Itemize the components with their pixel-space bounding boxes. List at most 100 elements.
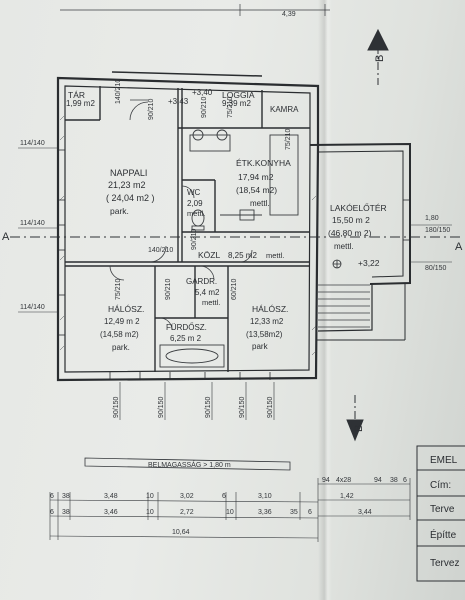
room-name-gardrob: GARDR. <box>186 277 217 286</box>
dim-right-group: 94 <box>322 477 330 484</box>
room-name-wc: WC <box>187 188 201 197</box>
title-block <box>416 445 465 582</box>
room-name-lakoeloter: LAKÓELŐTÉR <box>330 203 387 213</box>
room-area-lakoeloter: 15,50 m 2 <box>332 215 370 225</box>
left-window-marks <box>18 147 58 313</box>
room-floor-halosz-right: park <box>252 342 269 351</box>
top-dimension <box>60 4 330 16</box>
window-mark-left-2: 114/140 <box>20 220 45 227</box>
room-height-banner <box>84 457 291 471</box>
dim-right-group: 94 <box>374 477 382 484</box>
dim-row1: 3,48 <box>104 493 118 500</box>
room-area-halosz-right: 12,33 m2 <box>250 317 284 326</box>
dim-total: 10,64 <box>172 529 190 536</box>
door-mark: 140/210 <box>148 247 173 254</box>
section-label-b-top: B <box>374 55 386 62</box>
door-mark: 90/210 <box>165 278 172 300</box>
entry-extension <box>309 142 411 341</box>
room-name-kamra: KAMRA <box>270 105 299 114</box>
level-nappali-step: +3,43 <box>168 97 189 106</box>
level-lakoeloter: +3,22 <box>358 258 380 268</box>
room-floor-etkonyha: mettl. <box>250 199 270 208</box>
right-window-marks <box>410 224 452 263</box>
section-mark-b-top <box>367 28 389 85</box>
kitchen-fixtures <box>189 129 299 221</box>
door-mark: 60/210 <box>231 278 238 300</box>
title-block-title: EMEL <box>430 455 458 466</box>
window-mark-right-2: 80/150 <box>425 265 447 272</box>
title-block-tervezo: Terve <box>430 504 455 515</box>
wc-fixture <box>191 209 205 231</box>
outer-walls <box>56 71 320 382</box>
door-mark: 90/210 <box>191 228 198 250</box>
bathtub <box>159 344 225 368</box>
dim-right-group: 6 <box>403 477 407 484</box>
room-area-floor-halosz-right: (13,58m2) <box>246 330 283 339</box>
window-openings <box>58 149 410 380</box>
room-area-floor-halosz-left: (14,58 m2) <box>100 330 139 339</box>
room-name-etkonyha: ÉTK.KONYHA <box>236 158 291 168</box>
dim-row1: 38 <box>62 493 70 500</box>
room-floor-nappali: park. <box>110 206 129 216</box>
dim-row2: 6 <box>50 509 54 516</box>
door-mark: 75/210 <box>227 96 234 118</box>
room-name-halosz-right: HÁLÓSZ. <box>252 304 288 314</box>
bottom-window-mark: 90/150 <box>158 396 165 418</box>
door-swings <box>109 99 253 331</box>
room-floor-lakoeloter: mettl. <box>334 242 354 251</box>
dim-row2: 35 <box>290 509 298 516</box>
window-mark-right-1: 180/150 <box>425 227 450 234</box>
room-area-wc: 2,09 <box>187 199 203 208</box>
room-floor-halosz-left: park. <box>112 343 130 352</box>
bottom-window-mark: 90/150 <box>205 396 212 418</box>
dim-row1: 10 <box>146 493 154 500</box>
title-block-cim: Cím: <box>430 480 451 491</box>
door-mark: 140/210 <box>115 79 122 104</box>
dim-row2: 10 <box>146 509 154 516</box>
bottom-window-mark: 90/150 <box>267 396 274 418</box>
room-area-floor-lakoeloter: (46,80 m 2) <box>328 228 372 238</box>
room-area-nappali: 21,23 m2 <box>108 180 146 190</box>
door-mark: 90/210 <box>148 98 155 120</box>
dim-row2: 10 <box>226 509 234 516</box>
room-area-halosz-left: 12,49 m 2 <box>104 317 140 326</box>
title-block-tervez2: Tervez <box>430 558 459 569</box>
room-name-halosz-left: HÁLÓSZ. <box>108 304 144 314</box>
interior-walls <box>65 86 310 372</box>
bottom-window-ticks <box>119 382 275 420</box>
entry-stairs <box>318 284 370 328</box>
window-mark-left-1: 114/140 <box>20 140 45 147</box>
room-height-text: BELMAGASSÁG > 1,80 m <box>148 460 231 469</box>
window-mark-dim-1-80: 1,80 <box>425 215 439 222</box>
section-label-a-left: A <box>2 231 10 243</box>
room-area-tar: 1,99 m2 <box>66 99 95 108</box>
room-floor-gardrob: mettl. <box>202 298 220 307</box>
room-floor-wc: mettl. <box>187 209 205 218</box>
title-block-epitteto: Építte <box>430 528 457 541</box>
dim-row2: 38 <box>62 509 70 516</box>
room-name-kozl: KÖZL <box>198 250 220 260</box>
dim-right-sub: 1,42 <box>340 493 354 500</box>
room-name-tar: TÁR <box>68 90 85 100</box>
bottom-window-mark: 90/150 <box>239 396 246 418</box>
room-name-furdosz: FÜRDŐSZ. <box>166 323 207 332</box>
door-mark: 75/210 <box>115 278 122 300</box>
door-mark: 75/210 <box>285 128 292 150</box>
room-area-floor-nappali: ( 24,04 m2 ) <box>106 193 155 203</box>
dim-row1: 3,10 <box>258 493 272 500</box>
dim-row1: 6 <box>222 493 226 500</box>
section-label-b-bottom: B <box>353 425 365 432</box>
room-floor-kozl: mettl. <box>266 251 284 260</box>
room-area-loggia: 9,39 m2 <box>222 99 251 108</box>
level-loggia: +3,40 <box>192 88 213 97</box>
dim-right-group: 38 <box>390 477 398 484</box>
section-mark-b-bottom <box>346 395 364 442</box>
dim-row2: 3,46 <box>104 509 118 516</box>
room-area-etkonyha: 17,94 m2 <box>238 172 274 182</box>
dim-right-group: 4x28 <box>336 477 351 484</box>
bottom-window-mark: 90/150 <box>113 396 120 418</box>
room-area-floor-etkonyha: (18,54 m2) <box>236 185 277 195</box>
window-mark-left-3: 114/140 <box>20 304 45 311</box>
room-name-loggia: LOGGIA <box>222 90 255 100</box>
top-dimension-text: 4,39 <box>282 11 296 18</box>
